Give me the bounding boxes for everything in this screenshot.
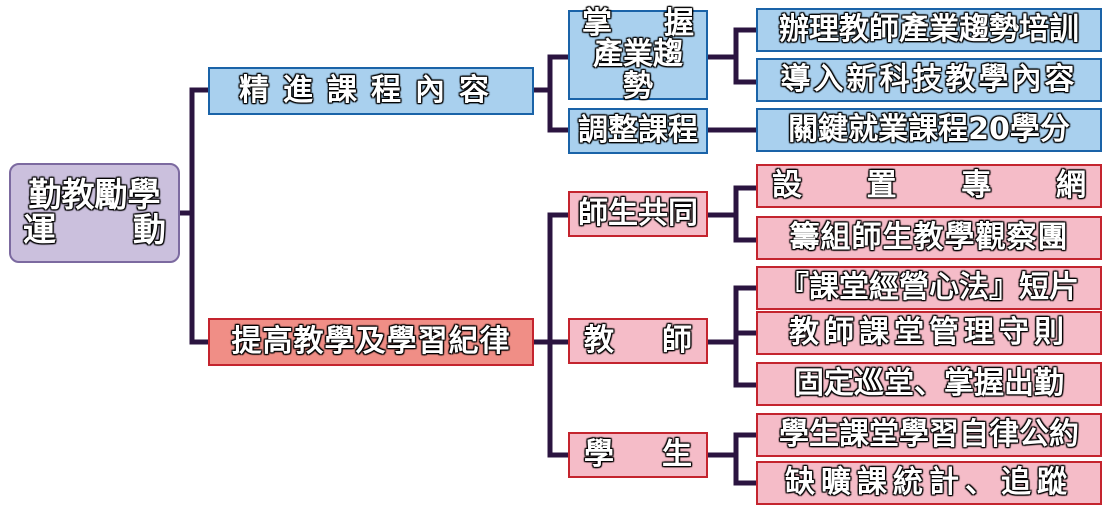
leaf-key-courses: 關鍵就業課程20學分 bbox=[756, 108, 1102, 152]
leaf-label: 『課堂經營心法』短片 bbox=[779, 270, 1079, 306]
student-char: 生 bbox=[662, 437, 692, 473]
leaf-label: 教師課堂管理守則 bbox=[789, 315, 1069, 351]
leaf-absence: 缺曠課統計、追蹤 bbox=[756, 461, 1102, 505]
node-teacher: 教 師 bbox=[568, 318, 708, 364]
branch-top-label: 精進課程內容 bbox=[239, 73, 503, 109]
teacher-char: 教 bbox=[584, 323, 614, 359]
leaf-label: 固定巡堂、掌握出勤 bbox=[794, 366, 1064, 402]
leaf-label: 辦理教師產業趨勢培訓 bbox=[779, 12, 1079, 48]
leaf-website: 設 置 專 網 bbox=[756, 164, 1102, 208]
market-char: 握 bbox=[664, 5, 694, 41]
leaf-new-tech: 導入新科技教學內容 bbox=[756, 58, 1102, 102]
market-line1: 掌 握 bbox=[582, 8, 694, 40]
adjust-label: 調整課程 bbox=[578, 113, 698, 149]
branch-top: 精進課程內容 bbox=[208, 67, 534, 115]
teacher-char: 師 bbox=[662, 323, 692, 359]
root-char: 動 bbox=[133, 210, 166, 249]
node-adjust-course: 調整課程 bbox=[568, 108, 708, 154]
net-char: 置 bbox=[866, 168, 897, 204]
root-char: 運 bbox=[23, 210, 56, 249]
leaf-label: 關鍵就業課程20學分 bbox=[788, 112, 1070, 148]
leaf-label: 籌組師生教學觀察團 bbox=[789, 220, 1069, 256]
leaf-rules: 教師課堂管理守則 bbox=[756, 311, 1102, 355]
node-student: 學 生 bbox=[568, 432, 708, 478]
node-market-trend: 掌 握 產業趨勢 bbox=[568, 8, 708, 104]
leaf-film: 『課堂經營心法』短片 bbox=[756, 266, 1102, 310]
student-char: 學 bbox=[584, 437, 614, 473]
leaf-label: 缺曠課統計、追蹤 bbox=[785, 465, 1073, 501]
root-line1: 勤教勵學 bbox=[28, 175, 161, 215]
net-char: 網 bbox=[1055, 168, 1086, 204]
leaf-patrol: 固定巡堂、掌握出勤 bbox=[756, 362, 1102, 406]
leaf-observe-team: 籌組師生教學觀察團 bbox=[756, 216, 1102, 260]
leaf-trend-training: 辦理教師產業趨勢培訓 bbox=[756, 8, 1102, 52]
leaf-label: 導入新科技教學內容 bbox=[780, 62, 1078, 98]
leaf-label: 學生課堂學習自律公約 bbox=[779, 417, 1079, 453]
leaf-pact: 學生課堂學習自律公約 bbox=[756, 413, 1102, 457]
market-char: 掌 bbox=[582, 5, 612, 41]
branch-bottom: 提高教學及學習紀律 bbox=[208, 318, 534, 366]
root-line2: 運 動 bbox=[23, 210, 166, 249]
net-char: 專 bbox=[961, 168, 992, 204]
node-teacher-student: 師生共同 bbox=[568, 191, 708, 237]
branch-bottom-label: 提高教學及學習紀律 bbox=[231, 324, 511, 360]
market-line2: 產業趨勢 bbox=[593, 37, 683, 104]
together-label: 師生共同 bbox=[578, 196, 698, 232]
root-node: 勤教勵學 運 動 bbox=[9, 163, 180, 263]
net-char: 設 bbox=[772, 168, 802, 204]
